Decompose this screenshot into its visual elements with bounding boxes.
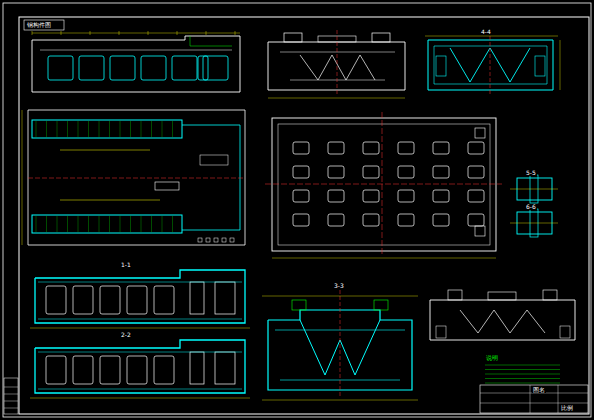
drawing-label: 说明: [485, 355, 499, 361]
detail-sections: [510, 175, 558, 237]
end-view: [268, 30, 405, 98]
drawing-label: 3-3: [333, 283, 345, 289]
drawing-label: 1-1: [120, 262, 132, 268]
longitudinal-section-a: [30, 270, 250, 328]
drawing-label: 4-4: [480, 29, 492, 35]
drawing-label: 比例: [560, 405, 574, 411]
cross-section: [425, 30, 560, 96]
sheet-frame: [3, 3, 591, 417]
plan-reinforcement: [22, 110, 245, 245]
drawing-label: 钢构件图: [26, 22, 52, 28]
side-elevation: [32, 31, 240, 92]
drawing-label: 5-5: [525, 170, 537, 176]
cross-section-main: [262, 290, 418, 400]
longitudinal-section-b: [30, 340, 250, 398]
drawing-label: 2-2: [120, 332, 132, 338]
drawing-label: 6-6: [525, 204, 537, 210]
notes-title-block: [480, 365, 588, 413]
plan-openings: [265, 112, 502, 258]
end-view-lower: [430, 290, 575, 340]
drawing-label: 图名: [532, 387, 546, 393]
